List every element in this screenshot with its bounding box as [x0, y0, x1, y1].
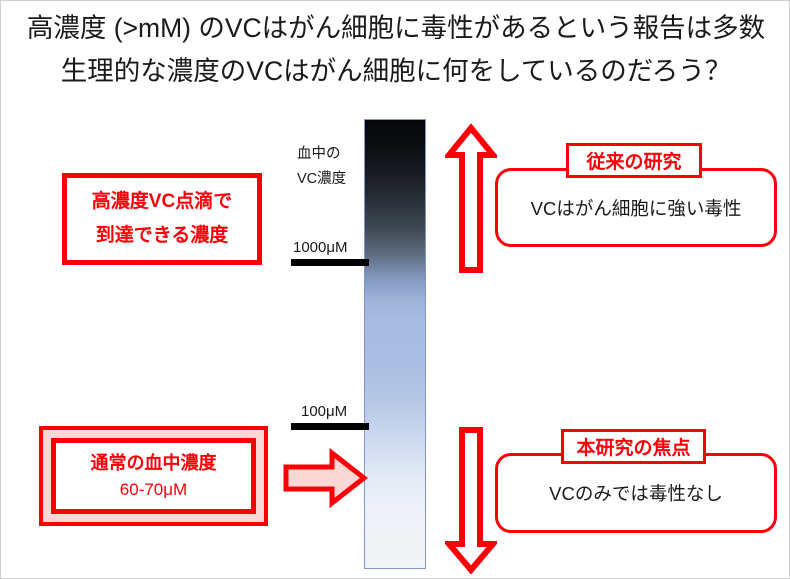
normal-level-inner-box: 通常の血中濃度 60-70μM: [51, 438, 256, 514]
high-dose-line-1: 高濃度VC点滴で: [91, 191, 233, 212]
arrow-down-outline-icon: [445, 427, 497, 574]
previous-research-callout: VCはがん細胞に強い毒性: [495, 168, 777, 247]
title-line-2: 生理的な濃度のVCはがん細胞に何をしているのだろう？: [60, 56, 732, 86]
this-study-callout: VCのみでは毒性なし: [495, 453, 777, 533]
axis-caption-line-1: 血中の: [297, 146, 341, 162]
tick-mark-100: [291, 423, 369, 430]
this-study-tag-label: 本研究の焦点: [576, 438, 691, 459]
normal-level-value: 60-70μM: [119, 479, 188, 499]
tick-label-1000: 1000μM: [293, 239, 348, 256]
arrow-right-block-icon: [283, 447, 368, 509]
page-title: 高濃度 (>mM) のVCはがん細胞に毒性があるという報告は多数 生理的な濃度の…: [1, 7, 789, 93]
previous-research-tag-label: 従来の研究: [586, 152, 682, 173]
previous-research-body: VCはがん細胞に強い毒性: [530, 197, 742, 219]
this-study-body: VCのみでは毒性なし: [549, 483, 723, 504]
this-study-tag: 本研究の焦点: [561, 429, 706, 464]
high-dose-callout-box: 高濃度VC点滴で 到達できる濃度: [62, 173, 262, 265]
title-line-1: 高濃度 (>mM) のVCはがん細胞に毒性があるという報告は多数: [26, 13, 766, 43]
tick-mark-1000: [291, 259, 369, 266]
tick-label-100: 100μM: [301, 403, 348, 420]
high-dose-line-2: 到達できる濃度: [95, 225, 229, 246]
axis-caption-line-2: VC濃度: [297, 171, 347, 187]
normal-level-callout-box: 通常の血中濃度 60-70μM: [39, 426, 268, 526]
axis-caption: 血中の VC濃度: [297, 142, 363, 192]
arrow-up-outline-icon: [445, 123, 497, 273]
previous-research-tag: 従来の研究: [566, 143, 702, 178]
normal-level-title: 通常の血中濃度: [90, 452, 217, 473]
concentration-gradient-bar: [364, 119, 426, 569]
